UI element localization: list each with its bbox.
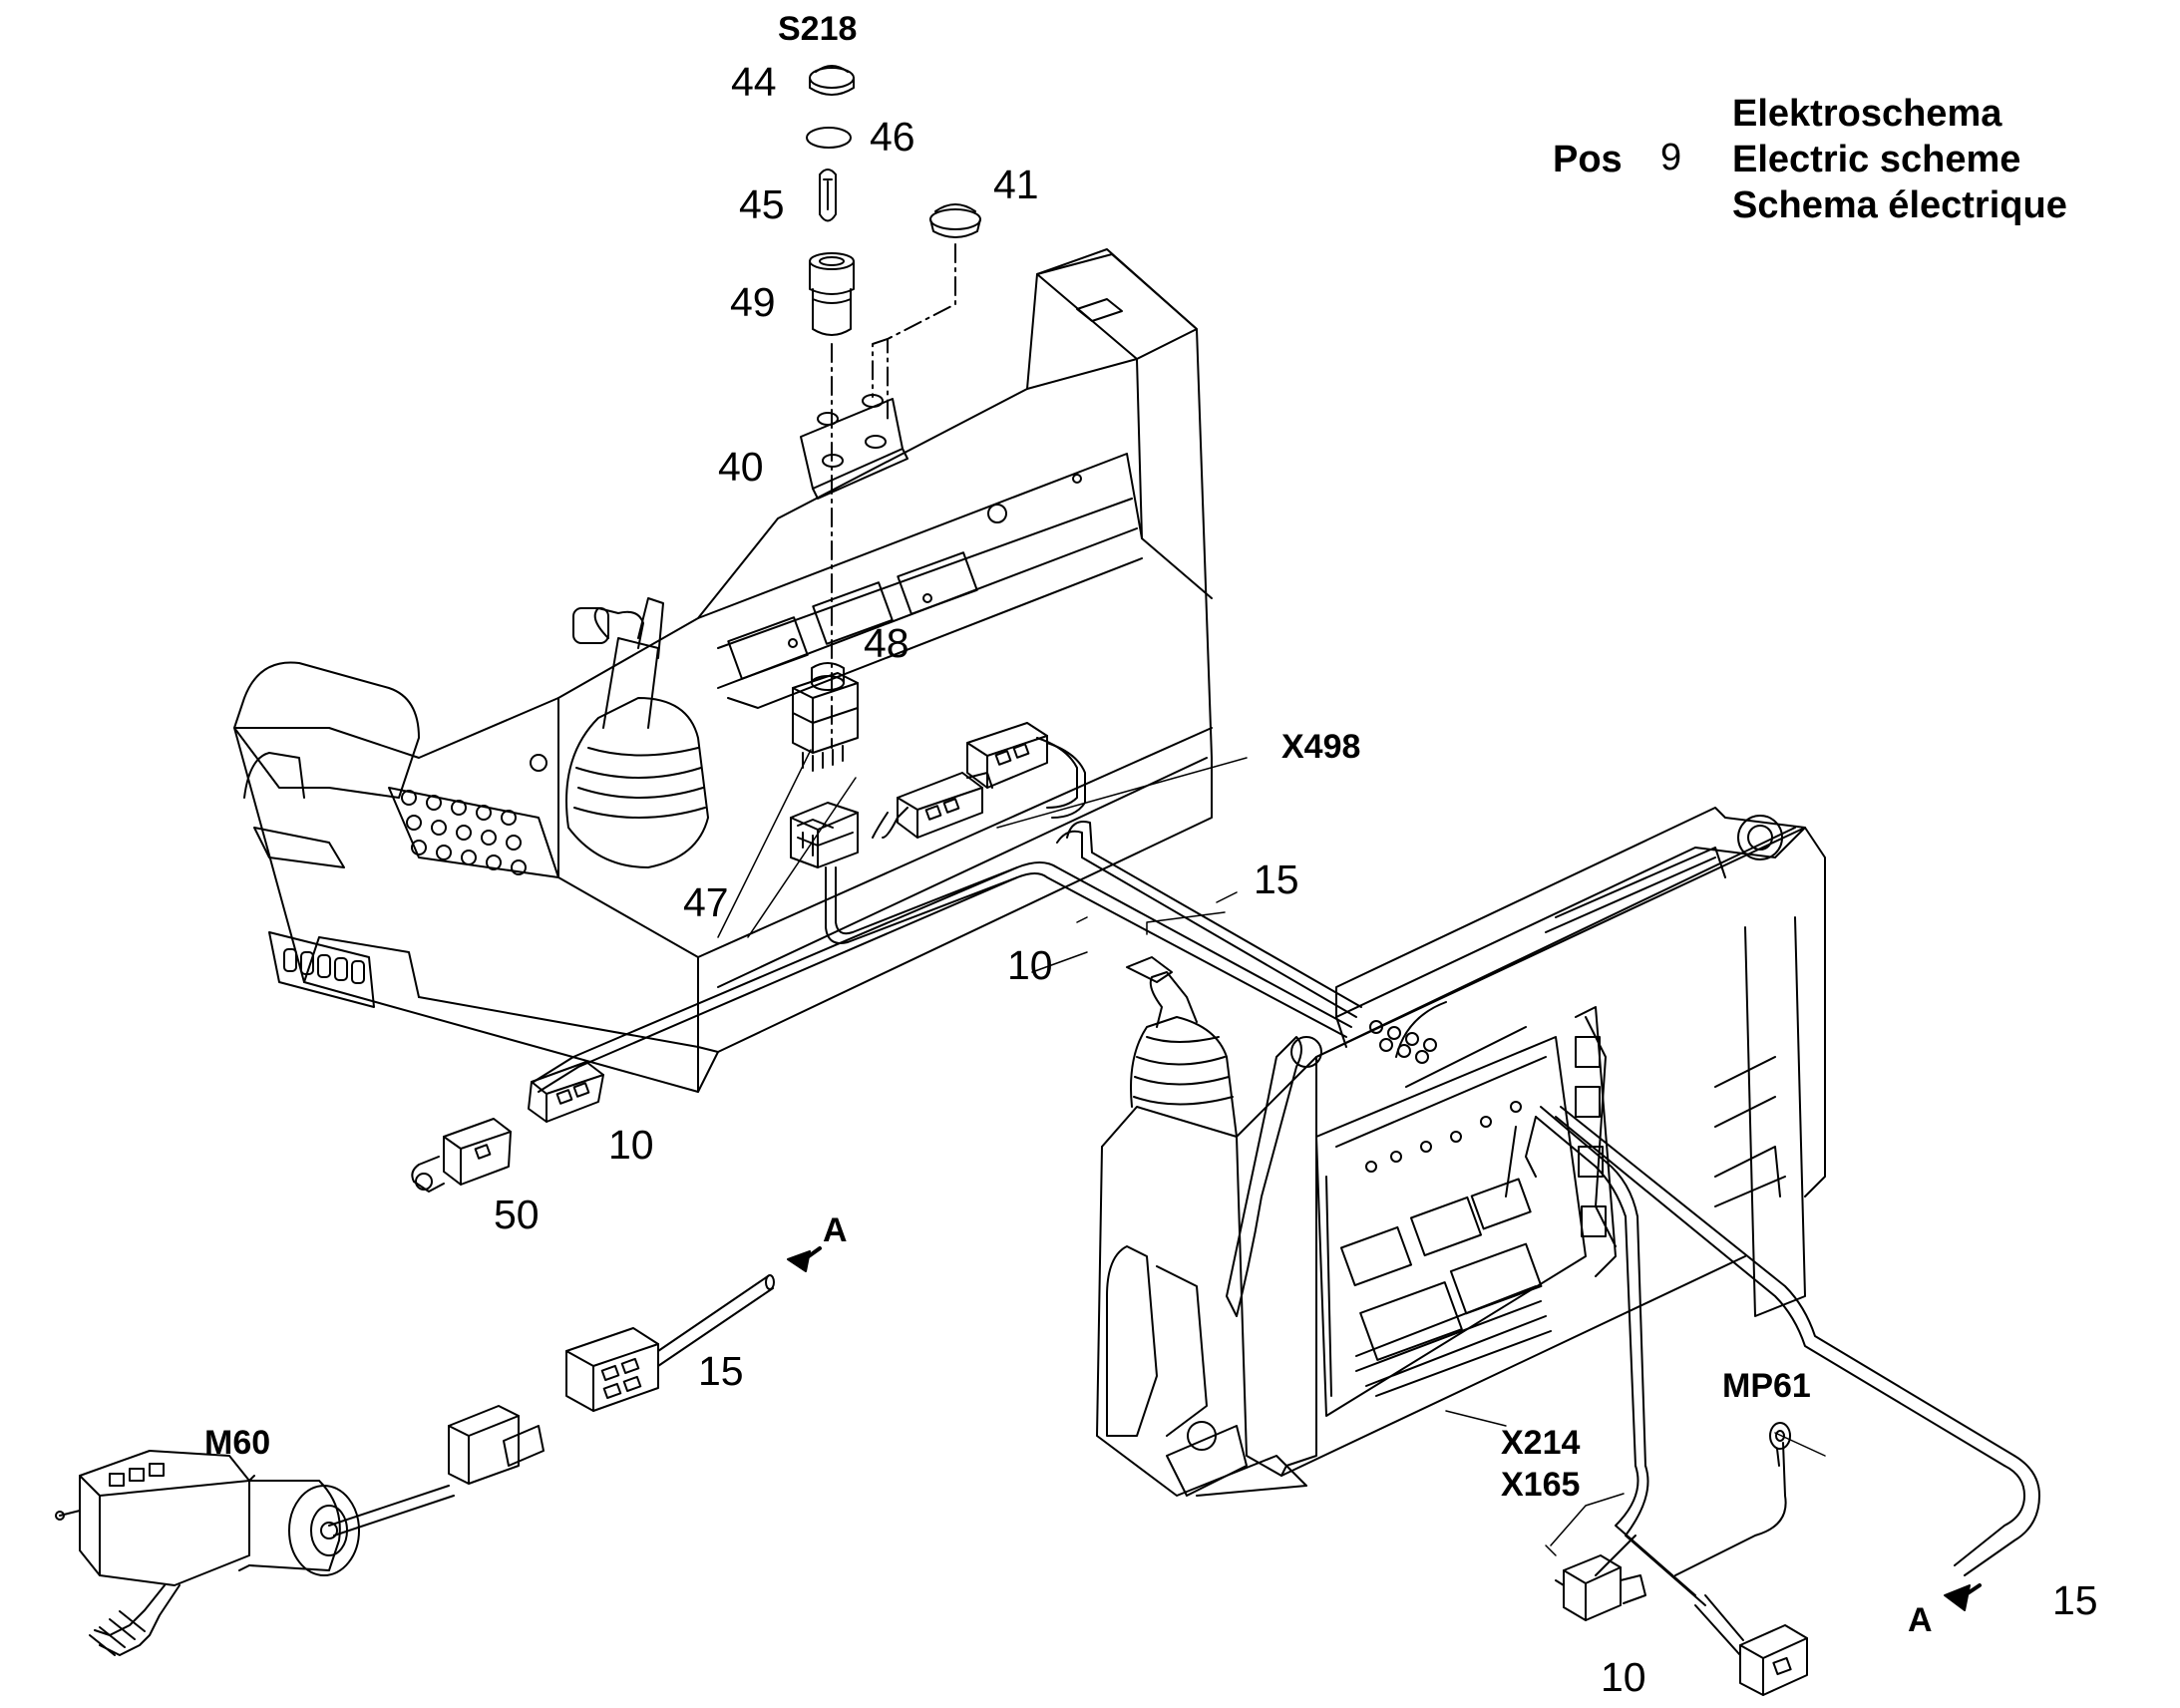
label-part-15-left: 15 <box>698 1348 744 1394</box>
label-part-10-left: 10 <box>608 1122 654 1168</box>
rocker-switch-block <box>268 931 375 1008</box>
button-grid <box>401 790 527 875</box>
connector-50 <box>411 1118 512 1193</box>
label-part-10-mid: 10 <box>1007 942 1053 988</box>
label-part-41: 41 <box>993 162 1039 207</box>
title-line-2: Electric scheme <box>1732 139 2021 180</box>
label-a-left: A <box>823 1211 848 1249</box>
connector-x214-x165 <box>1555 1554 1646 1621</box>
label-part-10-bottom: 10 <box>1601 1654 1646 1700</box>
cable-harness <box>533 722 2040 1606</box>
pos-label: Pos <box>1553 139 1623 180</box>
circuit-board <box>1315 1036 1587 1417</box>
left-console <box>233 248 1213 1093</box>
label-part-44: 44 <box>731 59 777 105</box>
label-part-45: 45 <box>739 181 785 227</box>
joystick-left <box>565 597 709 868</box>
label-part-48: 48 <box>864 620 909 666</box>
pos-number: 9 <box>1660 137 1682 178</box>
label-x214: X214 <box>1501 1424 1581 1462</box>
label-part-49: 49 <box>730 279 776 325</box>
right-button-row <box>1369 1020 1437 1064</box>
connector-10-left <box>528 1061 604 1123</box>
label-mp61: MP61 <box>1722 1367 1811 1405</box>
joystick-right <box>1126 956 1322 1317</box>
label-part-15-right: 15 <box>2052 1577 2098 1623</box>
label-part-47: 47 <box>683 879 729 925</box>
label-part-46: 46 <box>870 114 915 160</box>
arrow-a-left <box>787 1250 811 1272</box>
label-a-right: A <box>1908 1601 1933 1639</box>
label-s218: S218 <box>778 10 858 48</box>
label-x498: X498 <box>1281 728 1361 766</box>
connector-10-bottom <box>1694 1594 1808 1696</box>
m60-connector <box>448 1405 545 1485</box>
label-part-40: 40 <box>718 444 764 490</box>
title-line-3: Schema électrique <box>1732 184 2067 226</box>
connector-15-left <box>565 1274 775 1412</box>
arrow-a-right <box>1944 1584 1971 1611</box>
label-m60: M60 <box>204 1424 271 1462</box>
mp61-ring-terminal <box>1769 1422 1791 1467</box>
label-part-15-top: 15 <box>1254 856 1299 902</box>
label-part-50: 50 <box>494 1192 540 1237</box>
right-console <box>1096 807 1826 1497</box>
motor-m60 <box>55 1450 455 1656</box>
title-line-1: Elektroschema <box>1732 93 2002 135</box>
switch-s218-parts <box>790 65 981 868</box>
label-x165: X165 <box>1501 1466 1581 1504</box>
